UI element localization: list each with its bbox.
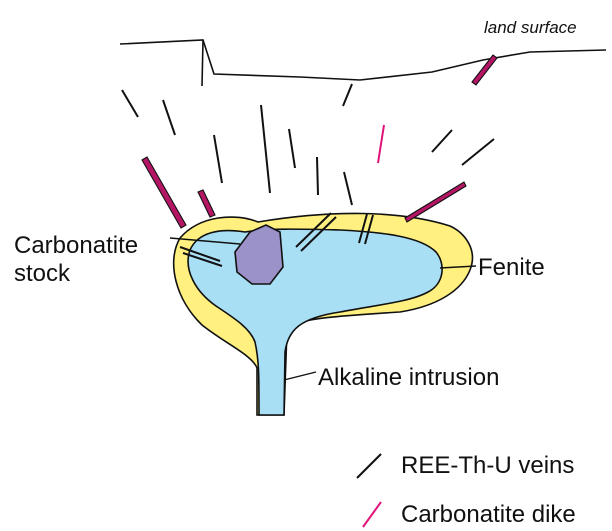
ree-veins-group	[122, 84, 494, 205]
carbonatite-stock-label-line1: Carbonatite	[14, 232, 138, 259]
ree-vein	[317, 157, 318, 195]
carbonatite-dikes-group	[142, 55, 497, 228]
legend: REE-Th-U veins Carbonatite dike	[357, 452, 576, 528]
ree-vein	[122, 90, 138, 117]
legend-swatch-carbonatite-dike	[363, 502, 381, 527]
legend-label-carbonatite-dike: Carbonatite dike	[401, 501, 576, 528]
land-surface-label: land surface	[484, 18, 577, 37]
ree-vein	[261, 105, 270, 193]
legend-label-ree-veins: REE-Th-U veins	[401, 452, 574, 479]
carbonatite-stock-label-line2: stock	[14, 260, 71, 287]
land-surface-line	[120, 40, 606, 80]
ree-vein	[289, 129, 295, 168]
alkaline-intrusion-label: Alkaline intrusion	[318, 364, 499, 391]
land-surface-notch-line	[202, 40, 203, 86]
fenite-label: Fenite	[478, 254, 545, 281]
carbonatite-dike	[142, 157, 186, 228]
carbonatite-dike-thin	[378, 125, 384, 163]
ree-vein	[344, 172, 352, 205]
ree-vein	[214, 135, 222, 183]
legend-swatch-ree-veins	[357, 454, 381, 478]
ree-vein	[432, 130, 452, 152]
ree-vein	[343, 84, 352, 106]
carbonatite-dike	[405, 182, 466, 222]
ree-vein	[163, 100, 175, 135]
carbonatite-dike	[198, 190, 215, 217]
ree-vein	[462, 139, 494, 165]
alkaline-intrusion-leader	[284, 372, 316, 380]
